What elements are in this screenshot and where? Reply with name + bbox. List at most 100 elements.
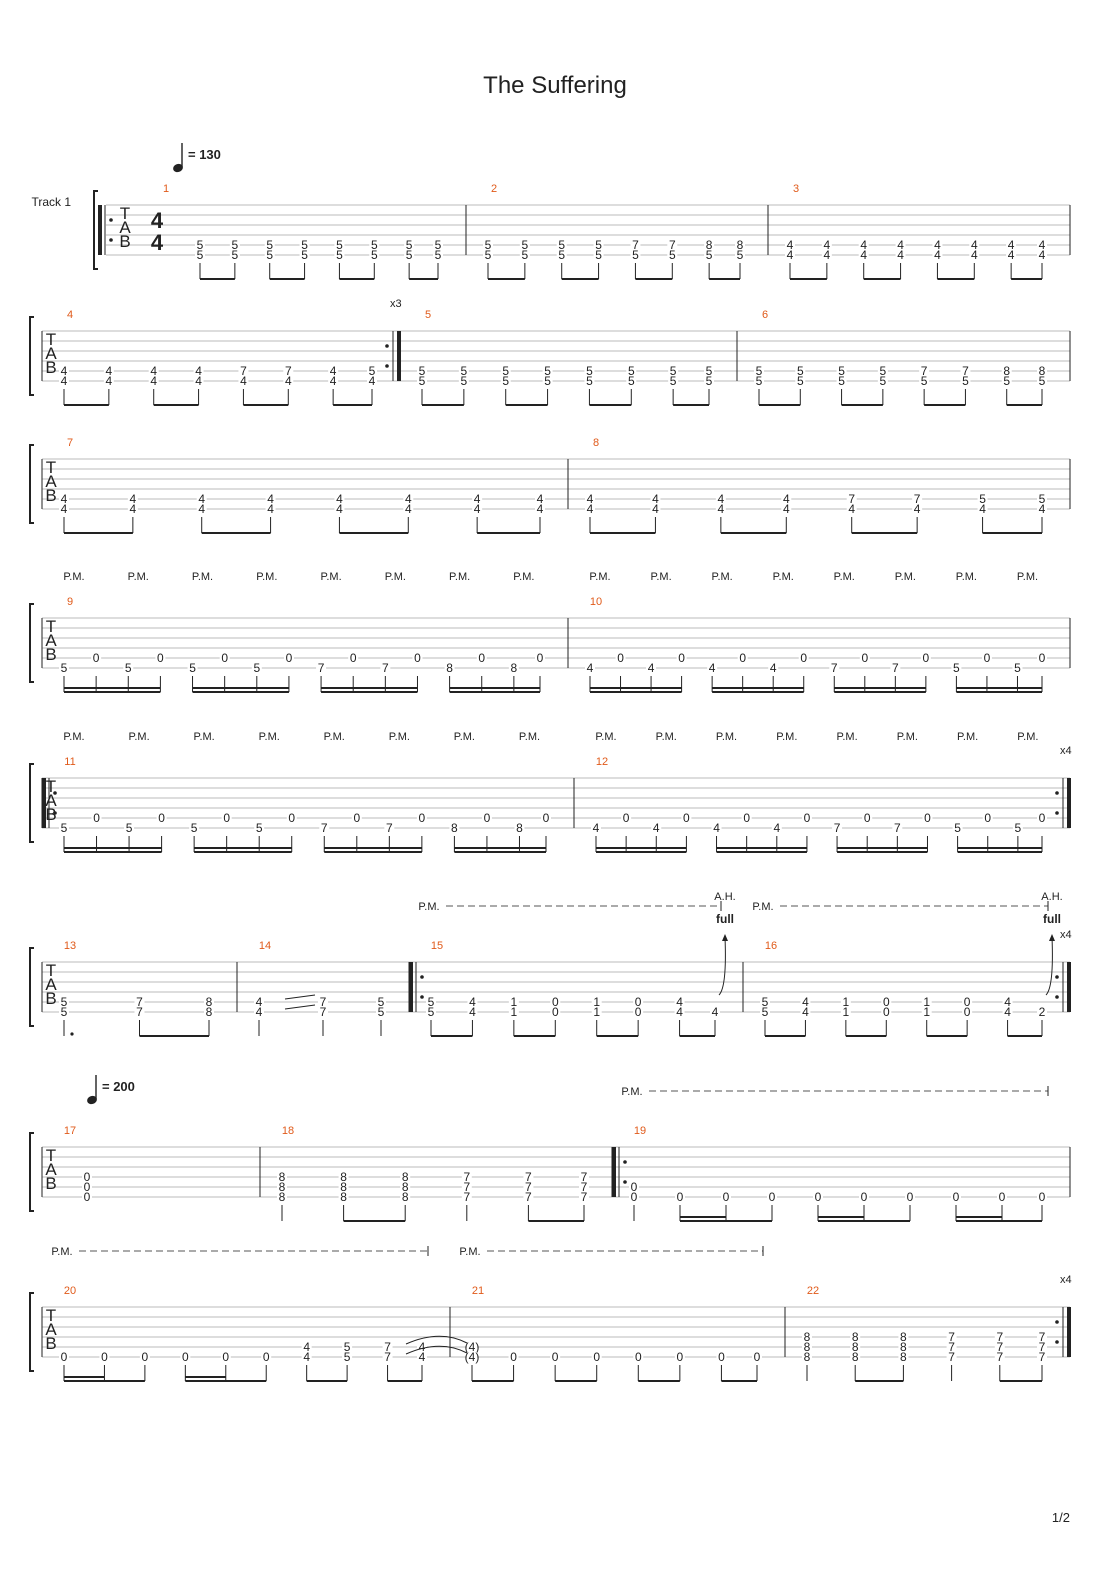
fret-number: 8 (804, 1350, 811, 1364)
fret-backdrop (376, 1007, 386, 1018)
fret-backdrop (802, 1342, 812, 1353)
fret-backdrop (1037, 250, 1047, 261)
repeat-count: x4 (1060, 929, 1072, 941)
fret-number: 4 (106, 374, 113, 388)
fret-number: 5 (1039, 374, 1046, 388)
fret-number: 8 (451, 821, 458, 835)
fret-backdrop (556, 240, 567, 251)
fret-backdrop (881, 1007, 892, 1018)
fret-backdrop (382, 1342, 393, 1353)
fret-number: 5 (197, 248, 204, 262)
fret-backdrop (338, 1192, 349, 1203)
fret-number: 0 (593, 1350, 600, 1364)
fret-backdrop (342, 1342, 353, 1353)
palm-mute-label: P.M. (716, 731, 737, 743)
fret-backdrop (59, 494, 69, 505)
fret-backdrop (103, 366, 114, 377)
fret-number: 0 (84, 1170, 91, 1184)
fret-number: 5 (301, 248, 308, 262)
fret-backdrop (584, 376, 595, 387)
fret-number: 5 (737, 248, 744, 262)
fret-backdrop (920, 653, 931, 664)
fret-backdrop (800, 1007, 811, 1018)
fret-backdrop (895, 240, 906, 251)
fret-number: 5 (485, 248, 492, 262)
fret-backdrop (91, 653, 102, 664)
fret-number: 7 (581, 1170, 588, 1184)
fret-backdrop (458, 376, 469, 387)
fret-number: 0 (223, 811, 230, 825)
fret-number: 1 (843, 1005, 850, 1019)
fret-backdrop (650, 494, 661, 505)
fret-backdrop (319, 823, 330, 834)
fret-backdrop (591, 1352, 602, 1363)
fret-number: 5 (706, 374, 713, 388)
fret-backdrop (367, 366, 377, 377)
fret-backdrop (621, 813, 632, 824)
fret-number: 4 (61, 374, 68, 388)
repeat-dot (1055, 811, 1059, 815)
fret-number: 5 (921, 374, 928, 388)
fret-backdrop (254, 1007, 264, 1018)
fret-number: 4 (1004, 1005, 1011, 1019)
fret-backdrop (836, 376, 847, 387)
tab-clef-letter: A (45, 344, 57, 363)
fret-backdrop (735, 240, 745, 251)
fret-backdrop (403, 494, 414, 505)
palm-mute-label: P.M. (513, 571, 534, 583)
fret-backdrop (890, 663, 901, 674)
fret-backdrop (707, 663, 718, 674)
fret-backdrop (859, 653, 870, 664)
fret-number: 0 (142, 1350, 149, 1364)
fret-number: 5 (558, 238, 565, 252)
palm-mute-label: P.M. (449, 571, 470, 583)
fret-backdrop (593, 250, 604, 261)
fret-backdrop (977, 504, 988, 515)
repeat-dot (385, 344, 389, 348)
measure-number: 8 (593, 437, 599, 449)
fret-number: 7 (320, 995, 327, 1009)
fret-backdrop (626, 376, 637, 387)
fret-number: 5 (797, 364, 804, 378)
fret-number: 7 (320, 1005, 327, 1019)
tab-clef-letter: T (46, 617, 56, 636)
fret-number: 5 (502, 374, 509, 388)
fret-number: 4 (934, 248, 941, 262)
fret-number: 5 (126, 821, 133, 835)
fret-number: 0 (221, 651, 228, 665)
measure-number: 4 (67, 309, 73, 321)
fret-backdrop (180, 1352, 191, 1363)
fret-number: 5 (61, 661, 68, 675)
measure-number: 13 (64, 940, 76, 952)
fret-number: 4 (802, 995, 809, 1009)
fret-backdrop (1037, 1352, 1047, 1363)
fret-number: 0 (907, 1190, 914, 1204)
fret-backdrop (508, 663, 519, 674)
fret-backdrop (123, 663, 134, 674)
fret-backdrop (193, 366, 204, 377)
fret-backdrop (417, 1352, 427, 1363)
fret-number: 4 (150, 364, 157, 378)
fret-backdrop (1012, 823, 1023, 834)
fret-backdrop (467, 1342, 477, 1353)
fret-number: 4 (195, 364, 202, 378)
fret-backdrop (1037, 494, 1047, 505)
fret-backdrop (704, 366, 714, 377)
fret-number: 0 (804, 811, 811, 825)
fret-number: 4 (106, 364, 113, 378)
fret-number: 7 (996, 1330, 1003, 1344)
fret-number: 4 (369, 374, 376, 388)
fret-backdrop (801, 813, 812, 824)
fret-backdrop (196, 504, 207, 515)
fret-number: 4 (267, 502, 274, 516)
fret-backdrop (615, 653, 626, 664)
fret-backdrop (754, 366, 764, 377)
fret-number: 4 (897, 238, 904, 252)
fret-number: 7 (463, 1190, 470, 1204)
fret-backdrop (348, 653, 359, 664)
fret-backdrop (59, 663, 69, 674)
fret-backdrop (404, 250, 415, 261)
fret-backdrop (416, 813, 427, 824)
fret-backdrop (318, 1007, 328, 1018)
fret-number: 5 (628, 374, 635, 388)
